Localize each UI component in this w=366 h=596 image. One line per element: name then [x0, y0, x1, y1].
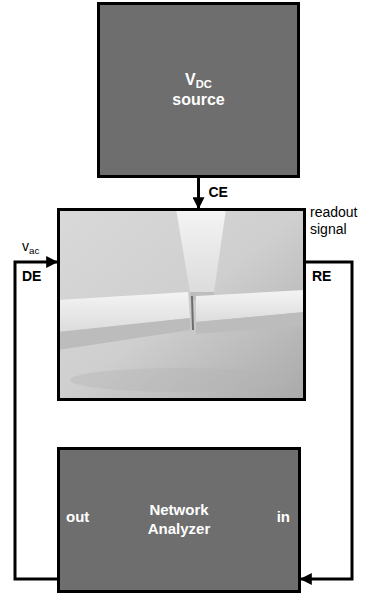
signal-wire [15, 262, 57, 579]
substrate-shade [70, 368, 290, 392]
micrograph-ground [58, 209, 305, 400]
port-label: in [277, 508, 290, 525]
terminal-name: RE [312, 268, 331, 285]
instrument-box: Network Analyzer out in [57, 447, 301, 593]
signal-wire [301, 262, 352, 579]
signal-name: vac [22, 238, 39, 255]
beam-side [58, 318, 190, 350]
terminal-name: CE [209, 184, 228, 201]
port-label: out [66, 508, 89, 525]
instrument-title: Network Analyzer [134, 501, 224, 539]
transducer-gap [192, 296, 193, 330]
signal-note: readout signal [310, 204, 364, 238]
terminal-name: DE [22, 268, 41, 285]
instrument-title: VDC source [167, 70, 231, 110]
beam-side [196, 312, 305, 334]
signal-wire [197, 178, 200, 208]
instrument-box: VDC source [97, 2, 300, 178]
coupling-beam [176, 209, 226, 292]
device-frame [57, 208, 306, 401]
